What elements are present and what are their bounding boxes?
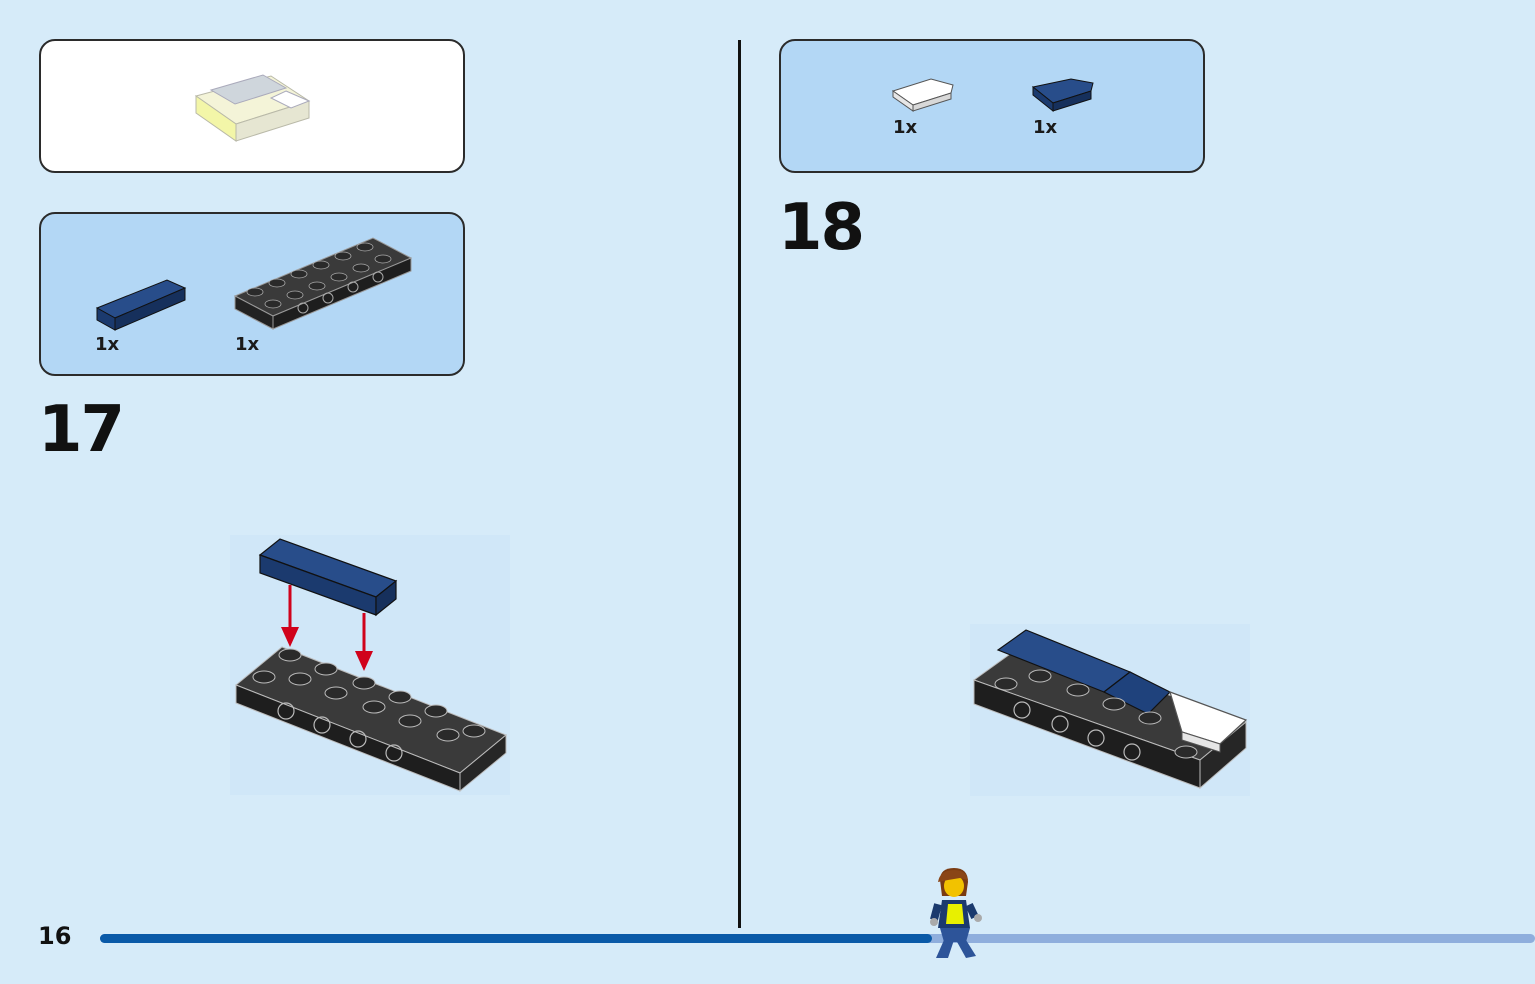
step-number: 17	[38, 393, 125, 467]
dark-blue-tile-image	[95, 279, 187, 331]
page-divider	[738, 40, 741, 928]
page-number: 16	[38, 922, 72, 950]
step-17-build-illustration	[230, 535, 510, 795]
progress-bar	[100, 934, 1535, 943]
part-quantity: 1x	[1033, 117, 1058, 138]
minifigure-runner-icon	[930, 868, 982, 958]
step-number: 18	[778, 191, 865, 265]
black-plate-side-studs-image	[233, 237, 413, 330]
part-quantity: 1x	[95, 334, 120, 355]
parts-list-box-step-18: 1x 1x	[779, 39, 1205, 173]
part-quantity: 1x	[235, 334, 260, 355]
part-quantity: 1x	[893, 117, 918, 138]
step-18-build-illustration	[970, 624, 1250, 796]
progress-bar-fill	[100, 934, 933, 943]
white-wedge-tile-image	[891, 78, 954, 112]
dark-blue-wedge-tile-image	[1031, 78, 1094, 113]
light-yellow-slope-brick-image	[194, 74, 311, 142]
submodel-callout-box	[39, 39, 465, 173]
parts-list-box-step-17: 1x 1x	[39, 212, 465, 376]
